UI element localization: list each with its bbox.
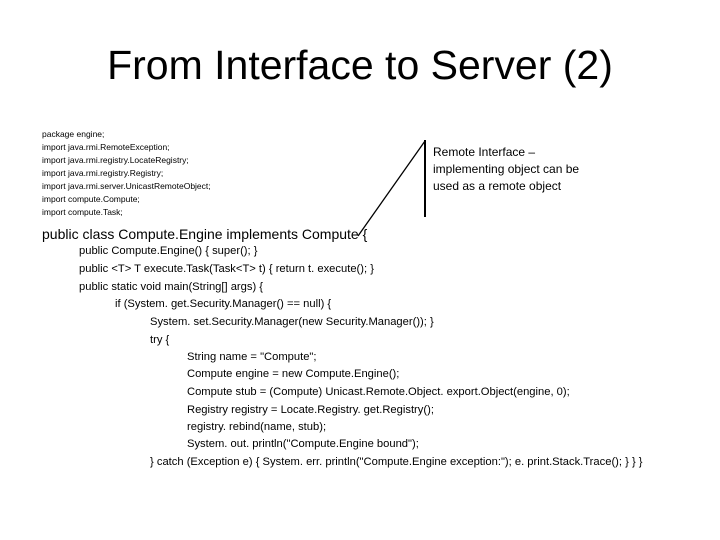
import-line: import java.rmi.server.UnicastRemoteObje… xyxy=(42,181,211,191)
code-line: Compute stub = (Compute) Unicast.Remote.… xyxy=(187,386,570,398)
class-declaration: public class Compute.Engine implements C… xyxy=(42,226,368,242)
code-line: public Compute.Engine() { super(); } xyxy=(79,245,258,257)
code-line: String name = "Compute"; xyxy=(187,351,317,363)
package-line: package engine; xyxy=(42,129,105,139)
code-line: Registry registry = Locate.Registry. get… xyxy=(187,404,434,416)
import-line: import java.rmi.RemoteException; xyxy=(42,142,170,152)
code-line: try { xyxy=(150,334,170,346)
callout-pointer xyxy=(357,140,426,237)
code-line: Compute engine = new Compute.Engine(); xyxy=(187,368,400,380)
code-line: System. set.Security.Manager(new Securit… xyxy=(150,316,434,328)
code-line: public static void main(String[] args) { xyxy=(79,281,264,293)
code-line: System. out. println("Compute.Engine bou… xyxy=(187,438,419,450)
import-line: import compute.Task; xyxy=(42,207,123,217)
slide-title: From Interface to Server (2) xyxy=(107,42,613,88)
code-line: if (System. get.Security.Manager() == nu… xyxy=(115,298,332,310)
import-statements: package engine; import java.rmi.RemoteEx… xyxy=(42,128,211,219)
callout-line-3: used as a remote object xyxy=(433,179,562,193)
code-line: registry. rebind(name, stub); xyxy=(187,421,327,433)
code-line: public <T> T execute.Task(Task<T> t) { r… xyxy=(79,263,374,275)
import-line: import java.rmi.registry.Registry; xyxy=(42,168,164,178)
callout-annotation: Remote Interface – implementing object c… xyxy=(433,144,579,195)
import-line: import java.rmi.registry.LocateRegistry; xyxy=(42,155,189,165)
import-line: import compute.Compute; xyxy=(42,194,140,204)
code-line: } catch (Exception e) { System. err. pri… xyxy=(150,456,643,468)
callout-line-1: Remote Interface – xyxy=(433,145,536,159)
callout-line-2: implementing object can be xyxy=(433,162,580,176)
